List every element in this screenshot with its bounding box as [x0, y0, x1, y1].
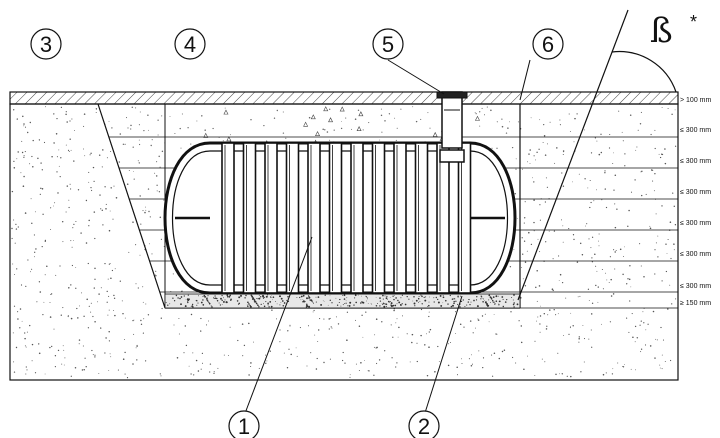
- callout-leaders: [243, 59, 531, 417]
- layer-label: ≤ 300 mm: [680, 220, 711, 227]
- svg-text:2: 2: [418, 414, 430, 438]
- callout-4: 4: [174, 28, 206, 60]
- slope-angle-footnote-mark: *: [690, 12, 697, 32]
- layer-label: > 100 mm: [680, 97, 711, 104]
- layer-label: ≤ 300 mm: [680, 189, 711, 196]
- svg-text:1: 1: [238, 414, 250, 438]
- layer-label: ≤ 300 mm: [680, 158, 711, 165]
- layer-label: ≥ 150 mm: [680, 300, 711, 307]
- callout-markers: 1 2 3 4 5 6: [30, 28, 564, 438]
- slope-angle-symbol: ß: [650, 11, 673, 51]
- surface-cover-layer: [9, 91, 679, 105]
- gravel-bed: [164, 293, 521, 309]
- callout-2: 2: [408, 410, 440, 438]
- slope-angle-arc: [611, 50, 677, 93]
- svg-text:5: 5: [382, 32, 394, 57]
- layer-label: ≤ 300 mm: [680, 251, 711, 258]
- tank-ribs: [221, 142, 472, 294]
- native-soil: [11, 106, 677, 379]
- layer-thickness-labels: > 100 mm ≤ 300 mm ≤ 300 mm ≤ 300 mm ≤ 300 mm…: [680, 97, 711, 307]
- layer-label: ≤ 300 mm: [680, 127, 711, 134]
- svg-text:4: 4: [184, 32, 196, 57]
- svg-text:6: 6: [542, 32, 554, 57]
- slope-angle-line: [517, 9, 629, 301]
- callout-5: 5: [372, 28, 404, 60]
- layer-label: ≤ 300 mm: [680, 283, 711, 290]
- pit-slope-left: [97, 103, 166, 309]
- svg-text:3: 3: [40, 32, 52, 57]
- callout-6: 6: [532, 28, 564, 60]
- callout-3: 3: [30, 28, 62, 60]
- underground-tank: [163, 141, 517, 295]
- access-shaft: [436, 91, 468, 163]
- callout-1: 1: [228, 410, 260, 438]
